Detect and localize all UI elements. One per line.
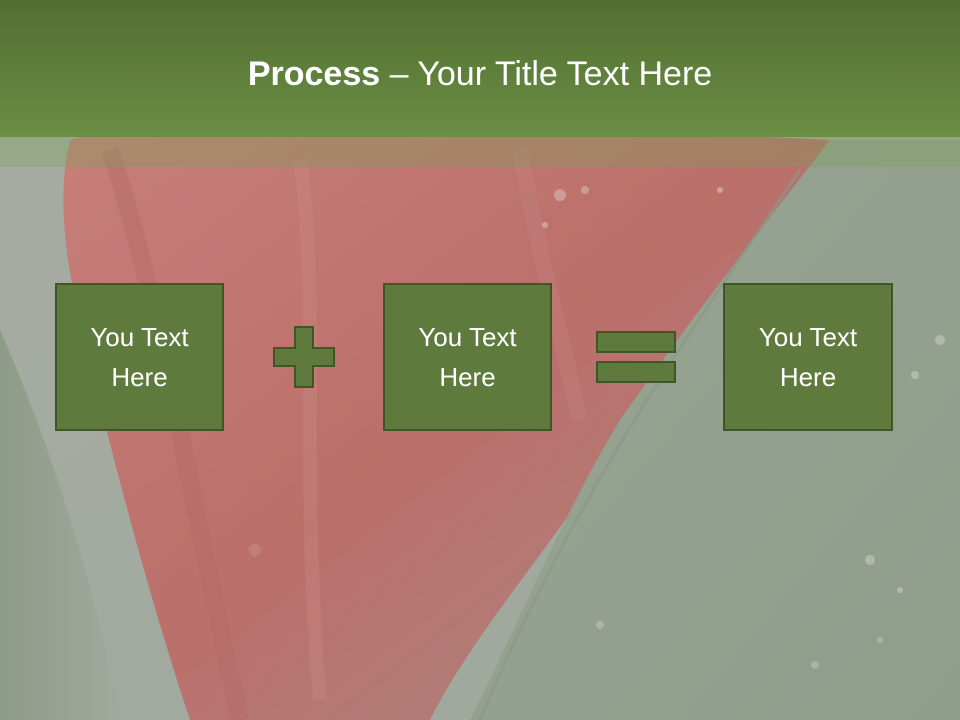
title-rest: – Your Title Text Here [380,55,713,93]
equals-icon [596,331,676,383]
process-box-1-text: You Text Here [90,322,189,392]
process-box-2-text: You Text Here [418,322,517,392]
process-box-1: You Text Here [55,283,224,431]
process-box-3: You Text Here [723,283,893,431]
title-bar [0,0,960,137]
plus-icon [273,326,335,388]
process-box-2: You Text Here [383,283,552,431]
title-bold: Process [247,55,381,93]
process-box-3-text: You Text Here [758,322,858,392]
title-band [0,137,960,167]
slide-title: Process – Your Title Text Here [0,52,960,96]
